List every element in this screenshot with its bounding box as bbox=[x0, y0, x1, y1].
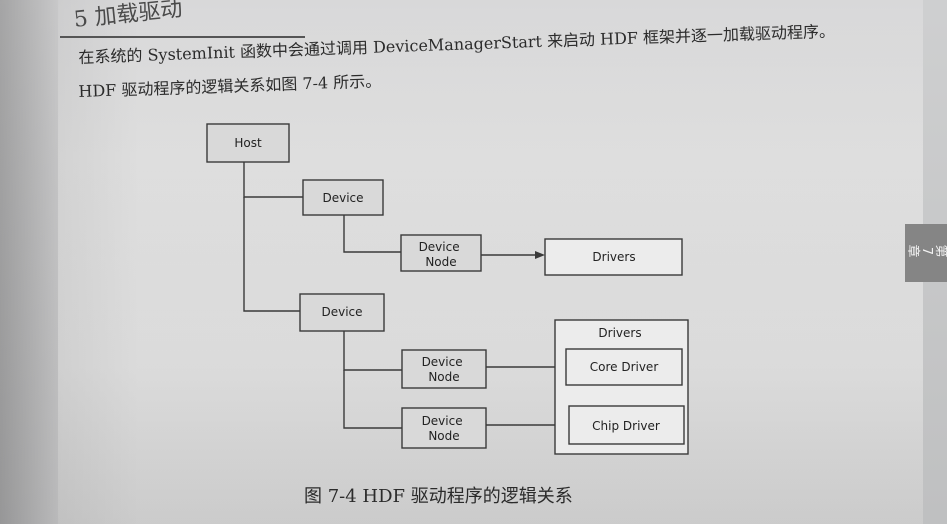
device-node-box-3: Device Node bbox=[401, 407, 487, 449]
figure-caption: 图 7-4 HDF 驱动程序的逻辑关系 bbox=[304, 486, 573, 507]
page-header bbox=[60, 0, 305, 38]
device-node-box-1: Device Node bbox=[400, 234, 482, 272]
host-node: Host bbox=[206, 123, 290, 163]
device-node-label-1: Device Node bbox=[419, 240, 464, 269]
core-driver-label: Core Driver bbox=[590, 360, 659, 374]
device1-to-node1-connector bbox=[343, 215, 401, 253]
core-driver-box: Core Driver bbox=[565, 348, 683, 386]
device-node-box-2: Device Node bbox=[401, 349, 487, 389]
device-node-1: Device bbox=[302, 179, 384, 216]
device-node-label-2: Device Node bbox=[422, 355, 467, 384]
chip-driver-box: Chip Driver bbox=[568, 405, 685, 445]
chip-driver-label: Chip Driver bbox=[592, 419, 660, 433]
node1-to-drivers-arrowhead bbox=[535, 251, 545, 259]
drivers-label-1: Drivers bbox=[592, 250, 635, 264]
device2-to-node3-connector bbox=[343, 370, 402, 429]
device-label-1: Device bbox=[322, 191, 363, 205]
drivers-group-label: Drivers bbox=[598, 326, 641, 340]
device-node-2: Device bbox=[299, 293, 385, 332]
device-node-label-3: Device Node bbox=[422, 414, 467, 443]
chapter-tab bbox=[905, 224, 947, 282]
host-to-device1-connector bbox=[243, 162, 303, 198]
drivers-box-1: Drivers bbox=[544, 238, 683, 276]
host-to-device2-connector bbox=[243, 197, 300, 312]
device2-to-node2-connector bbox=[343, 331, 402, 371]
book-page bbox=[58, 0, 923, 524]
host-label: Host bbox=[234, 136, 262, 150]
device-label-2: Device bbox=[321, 305, 362, 319]
